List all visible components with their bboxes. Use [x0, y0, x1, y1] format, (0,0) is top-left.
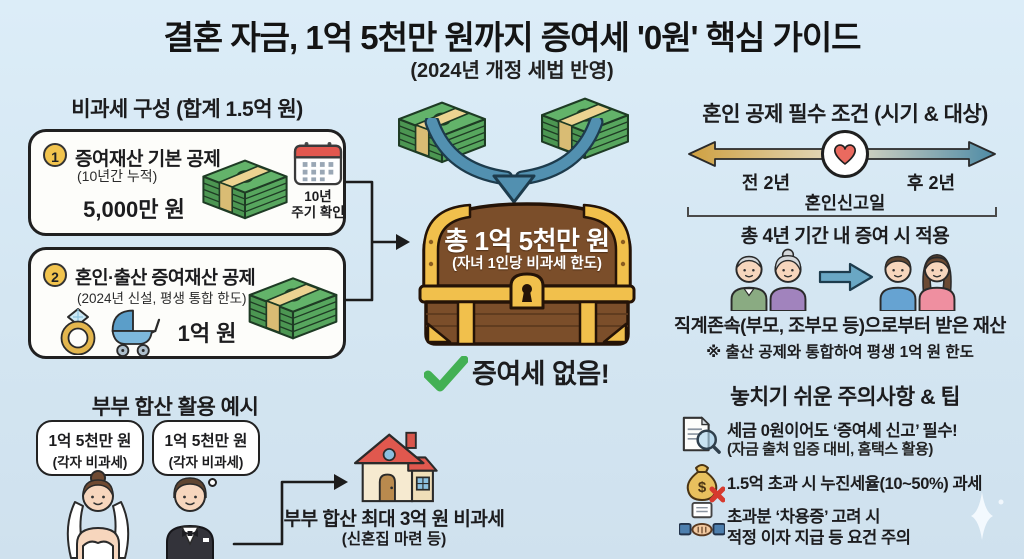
tip3-line1: 초과분 ‘차용증’ 고려 시 [727, 508, 881, 526]
tip1-line2: (자금 출처 입증 대비, 홈택스 활용) [727, 441, 933, 458]
money-stack-icon [248, 277, 338, 340]
document-magnifier-icon [682, 416, 721, 454]
tip2-line1: 1.5억 초과 시 누진세율(10~50%) 과세 [727, 475, 983, 493]
boxes-to-chest-connector [344, 180, 410, 302]
son-icon [879, 255, 917, 311]
marriage-deduction-title: 혼인·출산 증여재산 공제 [75, 267, 256, 288]
basic-deduction-title: 증여재산 기본 공제 [75, 149, 221, 170]
dollar-symbol: $ [698, 479, 707, 496]
exempt-structure-header: 비과세 구성 (합계 1.5억 원) [71, 98, 303, 121]
treasure-chest-icon [418, 202, 636, 346]
checkmark-icon [424, 356, 468, 392]
tips-header: 놓치기 쉬운 주의사항 & 팁 [730, 385, 960, 409]
grandmother-icon [769, 248, 807, 311]
donor-note: ※ 출산 공제와 통합하여 평생 1억 원 한도 [706, 344, 974, 361]
timeline-caption: 총 4년 기간 내 증여 시 적용 [740, 226, 950, 247]
bubble1-note: (각자 비과세) [52, 455, 128, 470]
no-gift-tax-label: 증여세 없음! [472, 359, 610, 389]
couple-result-caption: 부부 합산 최대 3억 원 비과세 [283, 509, 505, 530]
sparkle-icon [971, 492, 1004, 540]
timeline-before-label: 전 2년 [741, 173, 791, 193]
calendar-icon [293, 142, 343, 186]
bride-icon [66, 470, 130, 559]
daughter-in-law-icon [918, 253, 956, 311]
bubble2-note: (각자 비과세) [168, 455, 244, 470]
couple-to-house-connector [232, 474, 348, 546]
page-title: 결혼 자금, 1억 5천만 원까지 증여세 '0원' 핵심 가이드 [163, 19, 861, 56]
wedding-ring-icon [60, 308, 96, 355]
number-1-badge: 1 [43, 143, 67, 167]
marriage-deduction-note: (2024년 신설, 평생 통합 한도) [77, 291, 247, 306]
money-stack-icon [202, 159, 288, 220]
house-icon [353, 431, 438, 503]
calendar-caption-line1: 10년 [304, 189, 332, 204]
tip1-line1: 세금 0원이어도 ‘증여세 신고’ 필수! [727, 422, 958, 440]
timeline-bracket [687, 207, 997, 217]
heart-icon [834, 144, 856, 165]
donor-caption: 직계존속(부모, 조부모 등)으로부터 받은 재산 [674, 315, 1006, 336]
number-2-badge: 2 [43, 263, 67, 287]
couple-example-header: 부부 합산 활용 예시 [91, 396, 259, 419]
basic-deduction-note: (10년간 누적) [77, 168, 158, 184]
grandfather-icon [730, 255, 768, 311]
groom-icon [166, 477, 214, 559]
groom-thought-bubble: 1억 5천만 원 (각자 비과세) [152, 420, 260, 476]
basic-deduction-amount: 5,000만 원 [83, 197, 185, 222]
transfer-arrow-icon [818, 262, 874, 292]
basic-deduction-card: 1 증여재산 기본 공제 (10년간 누적) 5,000만 원 10년 주기 확… [28, 129, 346, 236]
marriage-deduction-card: 2 혼인·출산 증여재산 공제 (2024년 신설, 평생 통합 한도) 1억 … [28, 247, 346, 359]
baby-stroller-icon [111, 309, 161, 357]
money-stack-icon [541, 97, 629, 160]
bubble2-tail [208, 478, 217, 487]
page-subtitle: (2024년 개정 세법 반영) [410, 60, 614, 82]
chest-total-amount: 총 1억 5천만 원 [444, 226, 610, 256]
heart-circle [821, 130, 869, 178]
timeline-after-label: 후 2년 [906, 173, 956, 193]
bubble2-amount: 1억 5천만 원 [164, 433, 248, 450]
marriage-deduction-amount: 1억 원 [177, 321, 237, 346]
handshake-document-icon [679, 502, 725, 537]
couple-result-note: (신혼집 마련 등) [341, 531, 447, 548]
bubble1-amount: 1억 5천만 원 [48, 433, 132, 450]
timeline-event-label: 혼인신고일 [804, 193, 886, 213]
marriage-conditions-header: 혼인 공제 필수 조건 (시기 & 대상) [702, 103, 988, 126]
calendar-caption-line2: 주기 확인 [291, 205, 345, 220]
chest-limit-note: (자녀 1인당 비과세 한도) [452, 256, 602, 272]
tip3-line2: 적정 이자 지급 등 요건 주의 [727, 529, 911, 547]
money-bag-x-icon: $ [686, 464, 725, 503]
merge-arrows-icon [424, 118, 604, 204]
bride-thought-bubble: 1억 5천만 원 (각자 비과세) [36, 420, 144, 476]
